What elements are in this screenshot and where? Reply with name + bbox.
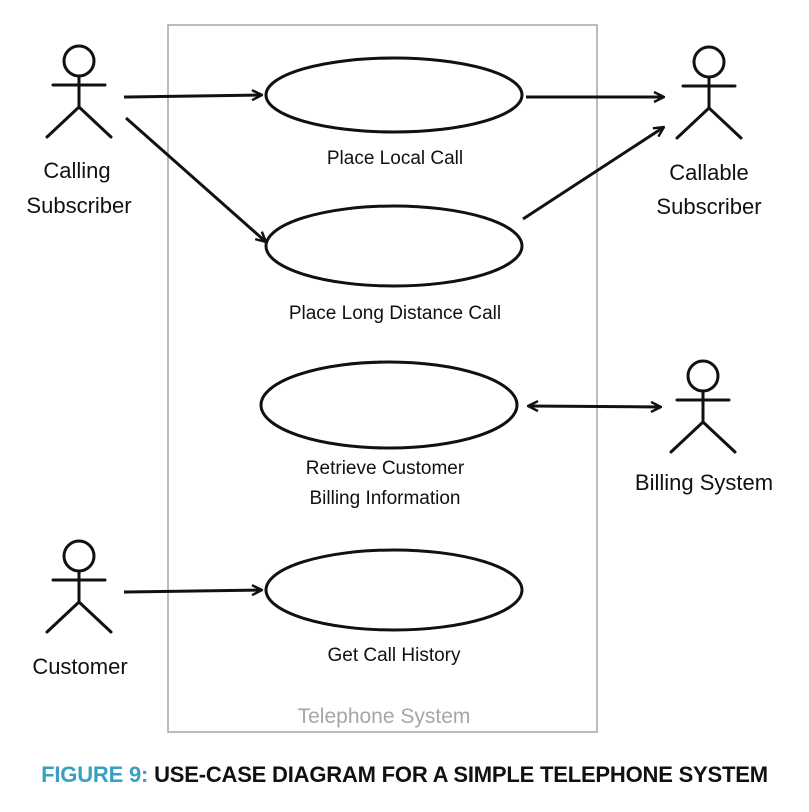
use-case-label-retrieve-billing-line2: Billing Information (309, 488, 460, 509)
association-calling-to-long-distance (125, 116, 266, 242)
association-customer-to-history (123, 590, 262, 592)
actor-head (686, 359, 720, 393)
actor-label-callable-line2: Subscriber (656, 194, 761, 219)
use-case-get-call-history (264, 548, 524, 632)
use-case-place-local-call (264, 56, 524, 134)
actor-label-calling-line2: Subscriber (26, 193, 131, 218)
actor-customer (45, 539, 113, 634)
association-billing-bidirectional (528, 406, 661, 407)
actor-label-billing-system: Billing System (635, 470, 773, 495)
figure-caption: FIGURE 9: USE-CASE DIAGRAM FOR A SIMPLE … (0, 762, 809, 788)
use-case-label-place-long-distance-call: Place Long Distance Call (289, 303, 501, 324)
use-case-label-retrieve-billing-line1: Retrieve Customer (306, 458, 465, 479)
use-case-label-get-call-history: Get Call History (327, 645, 461, 666)
association-long-distance-to-callable (522, 127, 664, 221)
actor-head (62, 539, 96, 573)
actor-calling-subscriber (45, 44, 113, 139)
actor-head (692, 45, 726, 79)
actor-callable-subscriber (675, 45, 743, 140)
use-case-place-long-distance-call (264, 204, 524, 288)
system-boundary (167, 24, 598, 733)
use-case-retrieve-billing-info (259, 360, 519, 450)
figure-title: USE-CASE DIAGRAM FOR A SIMPLE TELEPHONE … (154, 762, 768, 787)
actor-head (62, 44, 96, 78)
actor-label-calling-line1: Calling (43, 158, 110, 183)
use-case-label-place-local-call: Place Local Call (327, 148, 463, 169)
actor-billing-system (669, 359, 737, 454)
system-boundary-label: Telephone System (298, 705, 471, 728)
figure-number: FIGURE 9: (41, 762, 149, 787)
actor-label-callable-line1: Callable (669, 160, 749, 185)
association-calling-to-local (123, 95, 262, 97)
actor-label-customer: Customer (32, 654, 127, 679)
